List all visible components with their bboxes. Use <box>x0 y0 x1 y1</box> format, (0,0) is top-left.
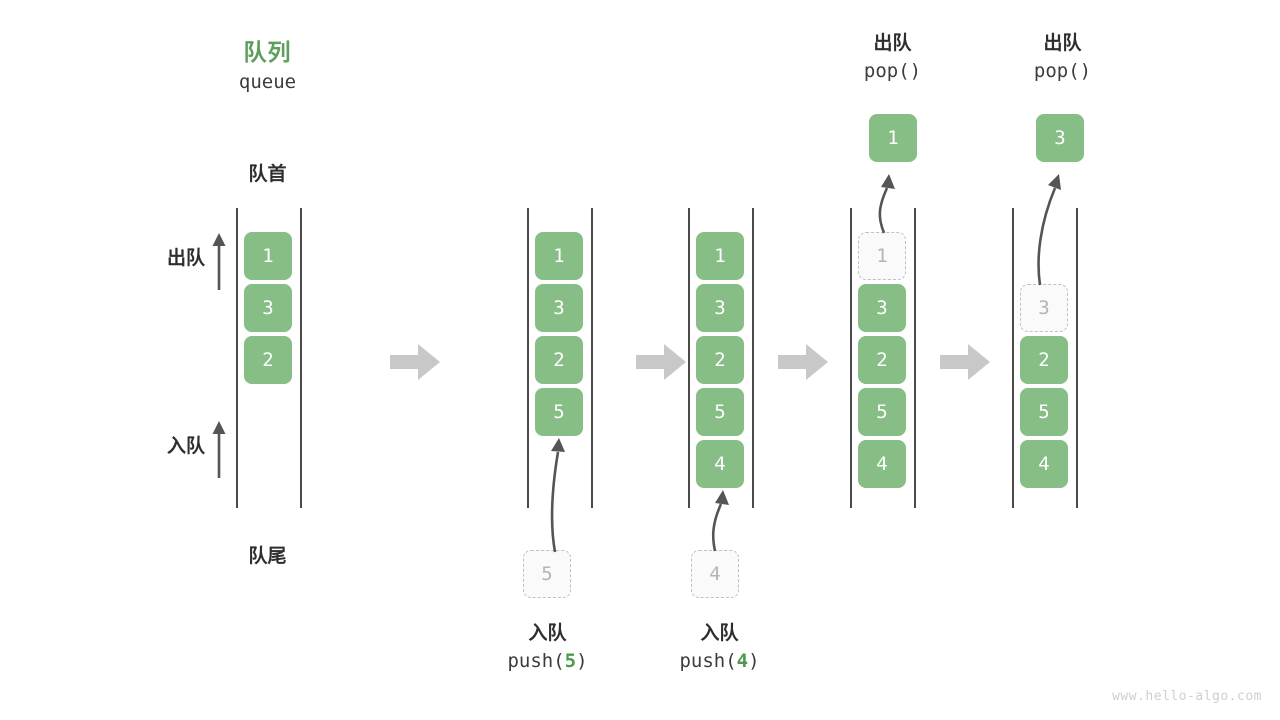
popped-element-ghost: 1 <box>858 232 906 280</box>
popped-element-result: 3 <box>1036 114 1084 162</box>
pop-1-caption: 出队 pop() <box>805 30 980 85</box>
queue-cell: 3 <box>535 284 583 332</box>
queue-cell: 1 <box>535 232 583 280</box>
rail-left <box>1012 208 1014 508</box>
rail-left <box>527 208 529 508</box>
watermark: www.hello-algo.com <box>1112 689 1262 704</box>
queue-cell: 5 <box>1020 388 1068 436</box>
push-5-label-cn: 入队 <box>528 622 567 644</box>
step-arrow-icon <box>390 344 440 380</box>
rail-right <box>752 208 754 508</box>
popped-element-ghost: 3 <box>1020 284 1068 332</box>
queue-cell: 2 <box>535 336 583 384</box>
push-5-code: push(5) <box>460 648 635 676</box>
queue-cell: 1 <box>244 232 292 280</box>
queue-column-after-push-4: 1 3 2 5 4 <box>688 208 754 508</box>
push-5-caption: 入队 push(5) <box>460 620 635 675</box>
queue-cell: 5 <box>535 388 583 436</box>
rail-right <box>1076 208 1078 508</box>
rail-left <box>688 208 690 508</box>
dequeue-direction-arrow-icon <box>212 233 226 290</box>
pop-1-code-prefix: pop( <box>863 59 910 82</box>
queue-cell: 4 <box>1020 440 1068 488</box>
queue-head-label: 队首 <box>248 163 287 185</box>
pop-3-code: pop() <box>975 58 1150 86</box>
queue-cell: 2 <box>1020 336 1068 384</box>
queue-cell: 3 <box>858 284 906 332</box>
rail-left <box>850 208 852 508</box>
pop-arrow-icon <box>1037 174 1061 286</box>
pop-3-caption: 出队 pop() <box>975 30 1150 85</box>
pop-1-code: pop() <box>805 58 980 86</box>
dequeue-direction-label: 出队 <box>166 247 205 269</box>
push-4-code-suffix: ) <box>748 649 760 672</box>
queue-cell: 2 <box>244 336 292 384</box>
rail-right <box>914 208 916 508</box>
push-5-code-suffix: ) <box>576 649 588 672</box>
queue-column-initial: 1 3 2 <box>236 208 302 508</box>
queue-cell: 4 <box>696 440 744 488</box>
queue-column-after-push-5: 1 3 2 5 <box>527 208 593 508</box>
queue-cell: 4 <box>858 440 906 488</box>
enqueue-direction-arrow-icon <box>212 421 226 478</box>
popped-element-result: 1 <box>869 114 917 162</box>
incoming-element-ghost: 4 <box>691 550 739 598</box>
enqueue-direction-label: 入队 <box>166 435 205 457</box>
push-4-caption: 入队 push(4) <box>632 620 807 675</box>
pop-1-code-suffix: ) <box>909 59 922 82</box>
incoming-element-ghost: 5 <box>523 550 571 598</box>
push-4-code: push(4) <box>632 648 807 676</box>
pop-3-code-prefix: pop( <box>1033 59 1080 82</box>
queue-column-after-pop-3: 3 2 5 4 <box>1012 208 1078 508</box>
push-4-label-cn: 入队 <box>700 622 739 644</box>
queue-cell: 1 <box>696 232 744 280</box>
push-5-code-prefix: push( <box>507 649 565 672</box>
queue-cell: 2 <box>696 336 744 384</box>
rail-right <box>591 208 593 508</box>
pop-1-label-cn: 出队 <box>873 32 912 54</box>
rail-right <box>300 208 302 508</box>
queue-tail-label: 队尾 <box>248 545 287 567</box>
queue-cell: 5 <box>858 388 906 436</box>
pop-3-label-cn: 出队 <box>1043 32 1082 54</box>
push-4-code-prefix: push( <box>679 649 737 672</box>
step-arrow-icon <box>636 344 686 380</box>
step-arrow-icon <box>940 344 990 380</box>
queue-cell: 3 <box>244 284 292 332</box>
queue-cell: 3 <box>696 284 744 332</box>
pop-arrow-icon <box>878 174 895 234</box>
queue-title-cn: 队列 <box>243 40 292 66</box>
push-5-code-arg: 5 <box>564 649 577 672</box>
queue-cell: 2 <box>858 336 906 384</box>
pop-3-code-suffix: ) <box>1079 59 1092 82</box>
queue-cell: 5 <box>696 388 744 436</box>
rail-left <box>236 208 238 508</box>
queue-title-en: queue <box>238 71 297 93</box>
queue-column-after-pop-1: 1 3 2 5 4 <box>850 208 916 508</box>
step-arrow-icon <box>778 344 828 380</box>
push-4-code-arg: 4 <box>736 649 749 672</box>
push-arrow-icon <box>550 438 565 553</box>
push-arrow-icon <box>711 490 729 552</box>
